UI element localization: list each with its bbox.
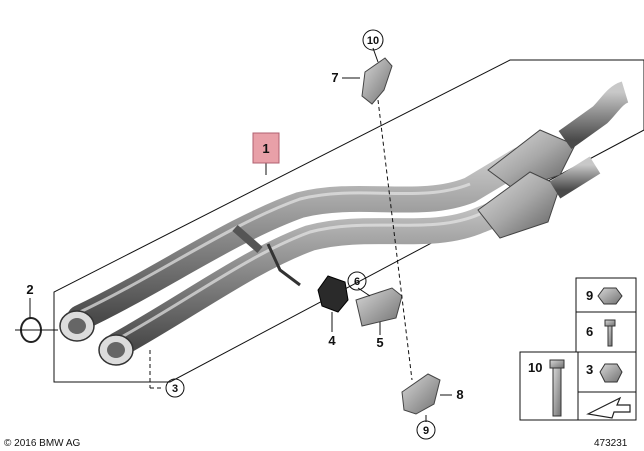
assembly-outline [53, 59, 644, 383]
diagram-number: 473231 [594, 438, 628, 449]
callout-3: 3 [172, 383, 178, 395]
rubber-mount [317, 275, 349, 313]
callout-2: 2 [26, 282, 33, 297]
callout-circle-10 [362, 29, 384, 51]
callout-4: 4 [328, 333, 336, 348]
hanger-top [361, 57, 393, 105]
legend-label-3: 3 [586, 362, 593, 377]
callout-9: 9 [423, 425, 429, 437]
bolt-icon-small [604, 319, 616, 327]
bracket [355, 287, 403, 327]
callout-circle-3 [165, 378, 185, 398]
nut-icon-small [599, 363, 623, 383]
callout-circle-9 [416, 420, 436, 440]
hanger-bottom [401, 373, 441, 415]
legend-label-10: 10 [528, 360, 542, 375]
legend-label-9: 9 [586, 288, 593, 303]
callout-10: 10 [367, 35, 379, 47]
bolt-icon-long [549, 359, 565, 369]
parts-legend: 9 6 10 3 [519, 277, 637, 421]
callout-box-1 [252, 132, 280, 164]
callout-6: 6 [354, 276, 360, 288]
exhaust-pipe-assembly [59, 81, 630, 366]
nut-icon-large [597, 287, 623, 305]
callout-8: 8 [456, 387, 463, 402]
arrow-icon [586, 396, 631, 419]
callout-1: 1 [262, 141, 269, 156]
callout-7: 7 [331, 70, 338, 85]
callout-5: 5 [376, 335, 383, 350]
copyright-text: © 2016 BMW AG [4, 438, 81, 449]
legend-label-6: 6 [586, 324, 593, 339]
callout-circle-6 [347, 271, 367, 291]
